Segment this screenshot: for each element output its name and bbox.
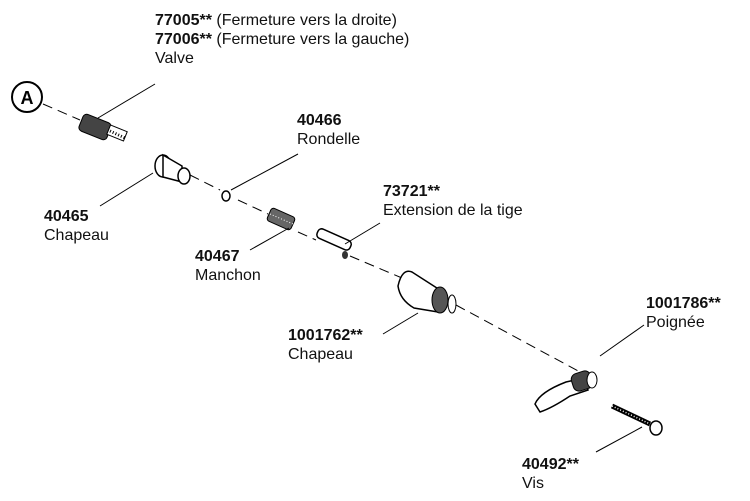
sleeve-label: 40467 Manchon bbox=[195, 247, 261, 285]
screw-name: Vis bbox=[522, 475, 544, 492]
center-axis bbox=[42, 103, 581, 373]
small-cap-part-number: 40465 bbox=[44, 208, 89, 225]
sleeve-name: Manchon bbox=[195, 267, 261, 284]
sleeve-part-number: 40467 bbox=[195, 248, 240, 265]
callout-a: A bbox=[11, 81, 43, 113]
washer-part-number: 40466 bbox=[297, 112, 342, 129]
leader-lines bbox=[97, 83, 645, 453]
valve-desc-2: (Fermeture vers la gauche) bbox=[211, 31, 410, 48]
handle-name: Poignée bbox=[646, 314, 705, 331]
screw-part bbox=[610, 403, 663, 436]
washer-part bbox=[221, 190, 231, 202]
large-cap-label: 1001762** Chapeau bbox=[288, 326, 363, 364]
handle-part-number: 1001786** bbox=[646, 295, 721, 312]
valve-part bbox=[78, 113, 128, 142]
valve-part-number-1: 77005** bbox=[155, 12, 212, 29]
large-cap-name: Chapeau bbox=[288, 346, 353, 363]
stem-extension-part bbox=[316, 228, 352, 259]
valve-desc-1: (Fermeture vers la droite) bbox=[211, 12, 397, 29]
screw-part-number: 40492** bbox=[522, 456, 579, 473]
handle-part bbox=[534, 370, 598, 413]
small-cap-label: 40465 Chapeau bbox=[44, 207, 109, 245]
stem-extension-label: 73721** Extension de la tige bbox=[383, 182, 523, 220]
screw-label: 40492** Vis bbox=[522, 455, 579, 493]
handle-label: 1001786** Poignée bbox=[646, 294, 721, 332]
small-cap-part bbox=[154, 153, 191, 185]
large-cap-part bbox=[397, 270, 457, 314]
valve-label: 77005** (Fermeture vers la droite) 77006… bbox=[155, 11, 409, 68]
valve-part-number-2: 77006** bbox=[155, 31, 212, 48]
large-cap-part-number: 1001762** bbox=[288, 327, 363, 344]
stem-extension-name: Extension de la tige bbox=[383, 202, 523, 219]
valve-name: Valve bbox=[155, 50, 194, 67]
callout-a-text: A bbox=[21, 88, 34, 108]
washer-name: Rondelle bbox=[297, 131, 361, 148]
sleeve-part bbox=[266, 207, 296, 231]
small-cap-name: Chapeau bbox=[44, 227, 109, 244]
washer-label: 40466 Rondelle bbox=[297, 111, 360, 149]
stem-extension-part-number: 73721** bbox=[383, 183, 440, 200]
